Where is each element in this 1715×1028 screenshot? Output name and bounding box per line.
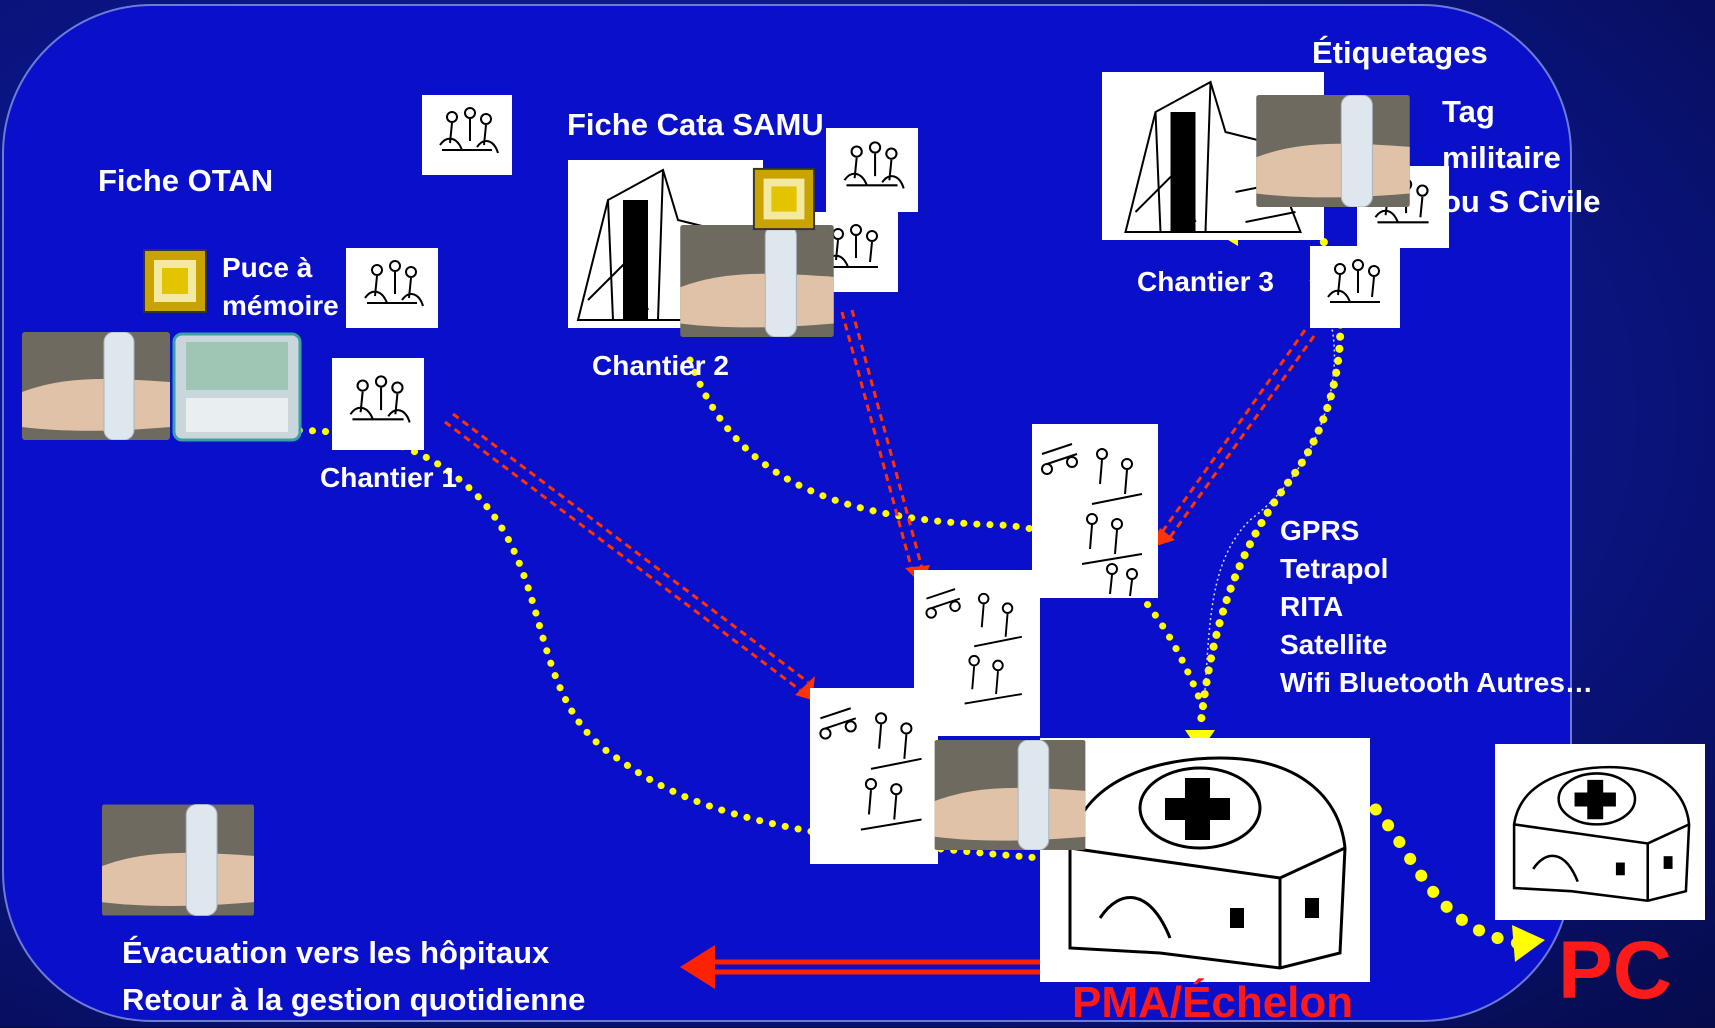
medical-tent-icon: [1040, 738, 1370, 982]
medical-tent-icon: [1495, 744, 1705, 920]
people-group-icon: [1310, 246, 1400, 328]
puce-label-2: mémoire: [222, 290, 339, 321]
network-list: GPRS Tetrapol RITA Satellite Wifi Blueto…: [1280, 512, 1593, 702]
wristband-photo-icon: [102, 804, 254, 916]
network-item: GPRS: [1280, 515, 1360, 546]
tag-label-2: militaire: [1442, 140, 1561, 175]
puce-label-1: Puce à: [222, 252, 313, 283]
people-group-icon: [826, 128, 918, 212]
people-group-icon: [346, 248, 438, 328]
etiquetages-label: Étiquetages: [1312, 35, 1488, 70]
fiche-cata-label: Fiche Cata SAMU: [567, 107, 824, 142]
stretcher-group-icon: [810, 688, 938, 864]
arrow-into-pc: [1512, 925, 1545, 962]
people-group-icon: [332, 358, 424, 450]
pma-label: PMA/Échelon: [1072, 978, 1354, 1027]
chantier-2-label: Chantier 2: [592, 350, 729, 381]
evacuation-arrow: [680, 945, 1050, 989]
tag-label-1: Tag: [1442, 94, 1495, 129]
network-item: Tetrapol: [1280, 553, 1389, 584]
memory-chip-icon: [140, 246, 210, 316]
network-item: Wifi Bluetooth Autres…: [1280, 667, 1593, 698]
chantier-3-label: Chantier 3: [1137, 266, 1274, 297]
wristband-photo-icon: [22, 332, 170, 440]
wristband-photo-icon: [1256, 95, 1410, 207]
wristband-photo-icon: [934, 740, 1086, 850]
pda-device-icon: [172, 332, 302, 442]
stretcher-group-icon: [1032, 424, 1158, 598]
evacuation-label-1: Évacuation vers les hôpitaux: [122, 935, 550, 970]
pc-label: PC: [1558, 925, 1672, 1016]
fiche-otan-label: Fiche OTAN: [98, 163, 274, 198]
route-chantier2-to-pma: [686, 356, 1204, 704]
red-arrow-chantier2: [840, 309, 924, 571]
chantier-1-label: Chantier 1: [320, 462, 457, 493]
network-item: RITA: [1280, 591, 1344, 622]
evacuation-label-2: Retour à la gestion quotidienne: [122, 982, 586, 1017]
red-arrow-chantier3: [1158, 329, 1316, 541]
tag-label-3: ou S Civile: [1442, 184, 1601, 219]
red-arrow-chantier1: [444, 412, 809, 692]
network-item: Satellite: [1280, 629, 1388, 660]
wristband-photo-icon: [680, 225, 834, 337]
people-group-icon: [422, 95, 512, 175]
memory-chip-icon: [750, 165, 818, 233]
